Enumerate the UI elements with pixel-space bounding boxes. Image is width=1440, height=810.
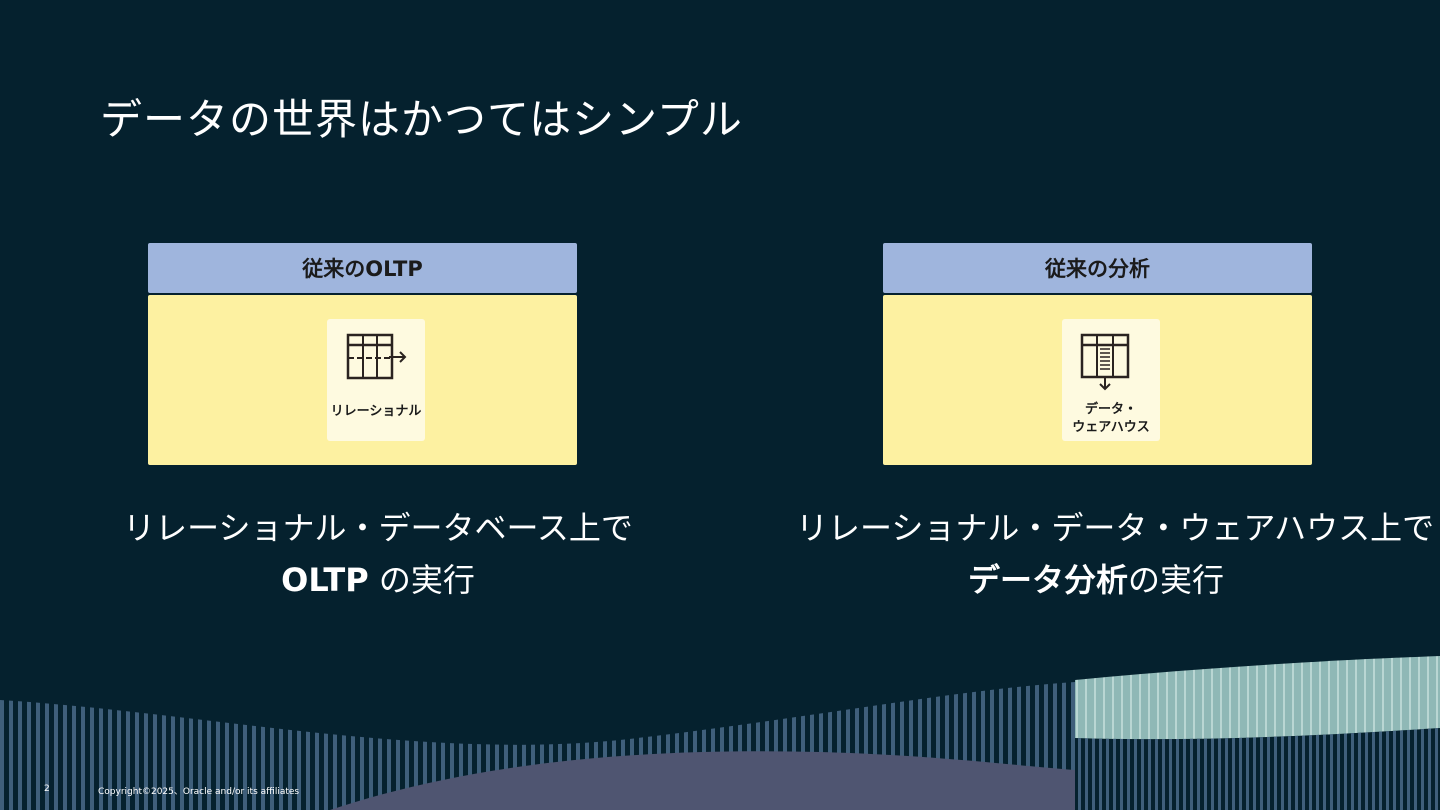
relational-card: リレーショナル <box>327 319 425 441</box>
analytics-panel: 従来の分析 データ・ ウェアハウス <box>883 243 1312 465</box>
analytics-panel-body: データ・ ウェアハウス <box>883 295 1312 465</box>
data-warehouse-label-line2: ウェアハウス <box>1072 420 1150 435</box>
oltp-description-bold: OLTP <box>281 561 369 599</box>
analytics-description-line1: リレーショナル・データ・ウェアハウス上で <box>796 509 1435 547</box>
copyright: Copyright©2025、Oracle and/or its affilia… <box>98 787 300 797</box>
page-number: 2 <box>44 784 50 794</box>
relational-table-icon <box>346 333 407 380</box>
relational-label: リレーショナル <box>330 404 422 419</box>
data-warehouse-label-line1: データ・ <box>1084 402 1137 417</box>
oltp-description: リレーショナル・データベース上で OLTP の実行 <box>78 502 678 606</box>
oltp-panel-body: リレーショナル <box>148 295 577 465</box>
slide-title: データの世界はかつてはシンプル <box>100 95 743 144</box>
oltp-panel-header: 従来のOLTP <box>148 243 577 293</box>
analytics-description-line2: データ分析の実行 <box>796 554 1396 606</box>
oltp-panel: 従来のOLTP リレーショナル <box>148 243 577 465</box>
oltp-description-rest: の実行 <box>368 561 475 599</box>
analytics-description-rest: の実行 <box>1128 561 1225 599</box>
data-warehouse-icon <box>1080 333 1130 391</box>
analytics-panel-header: 従来の分析 <box>883 243 1312 293</box>
data-warehouse-card: データ・ ウェアハウス <box>1062 319 1160 441</box>
analytics-description-bold: データ分析 <box>967 561 1128 599</box>
oltp-description-line2: OLTP の実行 <box>78 554 678 606</box>
analytics-description: リレーショナル・データ・ウェアハウス上で データ分析の実行 <box>796 502 1435 606</box>
oltp-description-line1: リレーショナル・データベース上で <box>123 509 633 547</box>
